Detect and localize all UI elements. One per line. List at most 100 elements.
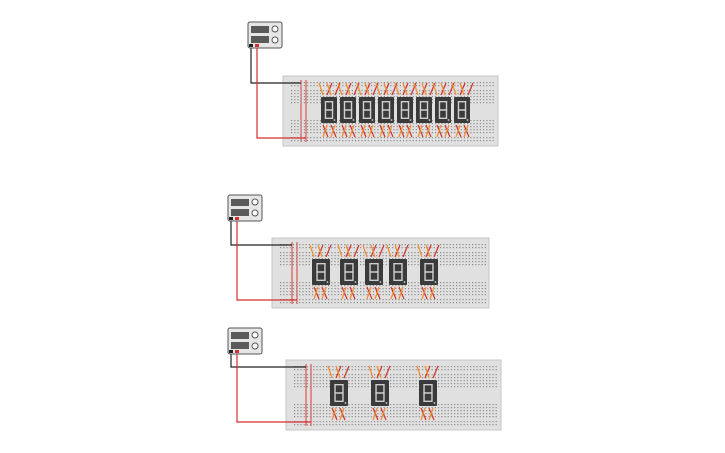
breadboard-hole[interactable] [303, 140, 305, 142]
breadboard-hole[interactable] [419, 90, 421, 92]
breadboard-hole[interactable] [425, 126, 427, 128]
breadboard-hole[interactable] [409, 85, 411, 87]
breadboard-hole[interactable] [316, 410, 318, 412]
psu-current-knob[interactable] [251, 209, 259, 217]
breadboard-hole[interactable] [364, 410, 366, 412]
breadboard-hole[interactable] [443, 288, 445, 290]
breadboard-hole[interactable] [398, 291, 400, 293]
breadboard-hole[interactable] [428, 90, 430, 92]
jumper-wire-bottom[interactable] [398, 124, 404, 138]
breadboard-hole[interactable] [396, 374, 398, 376]
breadboard-hole[interactable] [444, 421, 446, 423]
breadboard-hole[interactable] [415, 377, 417, 379]
breadboard-hole[interactable] [436, 255, 438, 257]
breadboard-hole[interactable] [399, 424, 401, 426]
breadboard-hole[interactable] [468, 288, 470, 290]
breadboard-hole[interactable] [454, 407, 456, 409]
breadboard-hole[interactable] [476, 82, 478, 84]
breadboard-hole[interactable] [334, 261, 336, 263]
breadboard-hole[interactable] [380, 424, 382, 426]
breadboard-hole[interactable] [492, 120, 494, 122]
breadboard-hole[interactable] [385, 261, 387, 263]
breadboard-hole[interactable] [438, 421, 440, 423]
breadboard-hole[interactable] [377, 132, 379, 134]
breadboard-hole[interactable] [415, 380, 417, 382]
breadboard-hole[interactable] [489, 96, 491, 98]
breadboard-hole[interactable] [444, 380, 446, 382]
breadboard-hole[interactable] [393, 377, 395, 379]
breadboard-hole[interactable] [399, 126, 401, 128]
breadboard-hole[interactable] [450, 386, 452, 388]
breadboard-hole[interactable] [424, 258, 426, 260]
breadboard-hole[interactable] [380, 416, 382, 418]
breadboard-hole[interactable] [470, 413, 472, 415]
breadboard-hole[interactable] [399, 366, 401, 368]
breadboard-hole[interactable] [319, 366, 321, 368]
breadboard-hole[interactable] [422, 90, 424, 92]
breadboard-hole[interactable] [338, 366, 340, 368]
breadboard-hole[interactable] [387, 96, 389, 98]
breadboard-hole[interactable] [393, 129, 395, 131]
breadboard-hole[interactable] [399, 85, 401, 87]
breadboard-hole[interactable] [478, 252, 480, 254]
breadboard-hole[interactable] [335, 413, 337, 415]
breadboard-hole[interactable] [388, 291, 390, 293]
breadboard-hole[interactable] [489, 93, 491, 95]
breadboard-hole[interactable] [390, 96, 392, 98]
breadboard-hole[interactable] [386, 413, 388, 415]
breadboard-hole[interactable] [364, 386, 366, 388]
breadboard-hole[interactable] [296, 302, 298, 304]
breadboard-hole[interactable] [303, 383, 305, 385]
breadboard-hole[interactable] [302, 247, 304, 249]
jumper-wire-top[interactable] [440, 82, 446, 96]
breadboard-hole[interactable] [495, 413, 497, 415]
breadboard-hole[interactable] [420, 294, 422, 296]
breadboard-hole[interactable] [402, 416, 404, 418]
breadboard-hole[interactable] [335, 374, 337, 376]
breadboard-hole[interactable] [299, 285, 301, 287]
breadboard-hole[interactable] [411, 282, 413, 284]
breadboard-hole[interactable] [470, 90, 472, 92]
breadboard-hole[interactable] [312, 244, 314, 246]
breadboard-hole[interactable] [484, 264, 486, 266]
breadboard-hole[interactable] [371, 140, 373, 142]
breadboard-hole[interactable] [427, 299, 429, 301]
breadboard-hole[interactable] [483, 99, 485, 101]
breadboard-hole[interactable] [473, 132, 475, 134]
breadboard-hole[interactable] [323, 85, 325, 87]
breadboard-hole[interactable] [353, 252, 355, 254]
breadboard-hole[interactable] [363, 288, 365, 290]
breadboard-hole[interactable] [408, 247, 410, 249]
breadboard-hole[interactable] [468, 255, 470, 257]
breadboard-hole[interactable] [456, 294, 458, 296]
breadboard-hole[interactable] [331, 261, 333, 263]
breadboard-hole[interactable] [294, 102, 296, 104]
breadboard-hole[interactable] [382, 302, 384, 304]
breadboard-hole[interactable] [435, 140, 437, 142]
breadboard-hole[interactable] [379, 252, 381, 254]
breadboard-hole[interactable] [420, 252, 422, 254]
breadboard-hole[interactable] [406, 126, 408, 128]
breadboard-hole[interactable] [492, 82, 494, 84]
breadboard-hole[interactable] [462, 288, 464, 290]
breadboard-hole[interactable] [367, 421, 369, 423]
breadboard-hole[interactable] [371, 82, 373, 84]
breadboard-hole[interactable] [479, 96, 481, 98]
jumper-wire-top[interactable] [402, 82, 408, 96]
breadboard-hole[interactable] [356, 244, 358, 246]
breadboard-hole[interactable] [310, 132, 312, 134]
breadboard-hole[interactable] [476, 413, 478, 415]
breadboard-hole[interactable] [409, 404, 411, 406]
breadboard-hole[interactable] [339, 120, 341, 122]
breadboard-hole[interactable] [326, 383, 328, 385]
breadboard-hole[interactable] [367, 380, 369, 382]
breadboard-hole[interactable] [305, 264, 307, 266]
breadboard-hole[interactable] [331, 255, 333, 257]
breadboard-hole[interactable] [398, 299, 400, 301]
breadboard-hole[interactable] [286, 247, 288, 249]
breadboard-hole[interactable] [392, 288, 394, 290]
breadboard-hole[interactable] [475, 302, 477, 304]
breadboard-hole[interactable] [463, 383, 465, 385]
breadboard-hole[interactable] [331, 258, 333, 260]
breadboard-hole[interactable] [441, 416, 443, 418]
